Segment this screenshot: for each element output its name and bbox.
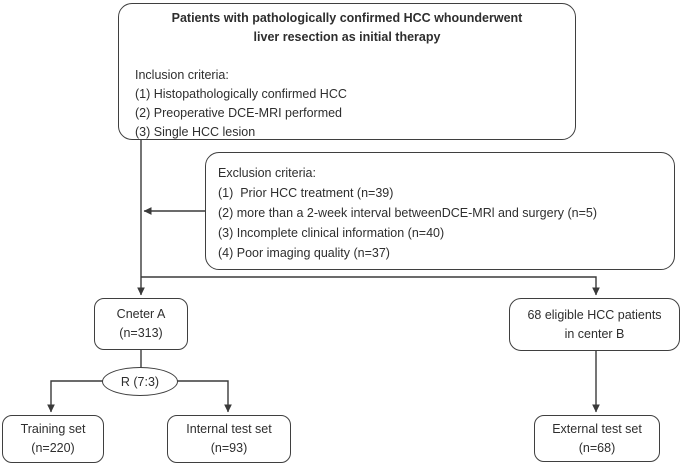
arrow-main-line-to-eligible	[141, 276, 600, 296]
top-box-title-line2: liver resection as initial therapy	[253, 30, 441, 44]
center-a-label: Cneter A	[116, 307, 166, 321]
center-a-box: Cneter A (n=313)	[94, 298, 188, 350]
eligible-patients-center: in center B	[564, 326, 625, 341]
external-test-set-box: External test set (n=68)	[534, 415, 660, 462]
center-a-count: (n=313)	[119, 326, 163, 340]
external-test-set-count: (n=68)	[578, 440, 616, 455]
exclusion-item: (1) Prior HCC treatment (n=39)	[218, 186, 394, 200]
training-set-box: Training set (n=220)	[2, 415, 104, 463]
arrow-ratio-to-training	[47, 380, 103, 413]
eligible-patients-label: 68 eligible HCC patients	[527, 307, 662, 322]
internal-test-set-box: Internal test set (n=93)	[167, 415, 291, 463]
inclusion-criteria-box: Patients with pathologically confirmed H…	[118, 3, 576, 140]
eligible-patients-box: 68 eligible HCC patients in center B	[509, 298, 680, 351]
inclusion-item: (1) Histopathologically confirmed HCC	[135, 87, 347, 101]
top-box-title-line1: Patients with pathologically confirmed H…	[171, 11, 523, 25]
exclusion-item: (3) Incomplete clinical information (n=4…	[218, 226, 445, 240]
inclusion-item: (3) Single HCC lesion	[135, 125, 256, 139]
inclusion-header: Inclusion criteria:	[135, 68, 229, 82]
external-test-set-label: External test set	[552, 421, 642, 436]
inclusion-item: (2) Preoperative DCE-MRI performed	[135, 106, 343, 120]
top-box-title: Patients with pathologically confirmed H…	[135, 9, 565, 47]
inclusion-criteria-list: Inclusion criteria: (1) Histopathologica…	[135, 66, 565, 142]
randomization-ratio-label: R (7:3)	[120, 374, 160, 389]
randomization-ratio-ellipse: R (7:3)	[102, 367, 178, 396]
training-set-count: (n=220)	[31, 441, 75, 455]
exclusion-criteria-box: Exclusion criteria: (1) Prior HCC treatm…	[205, 152, 675, 270]
exclusion-item: (4) Poor imaging quality (n=37)	[218, 246, 390, 260]
exclusion-item: (2) more than a 2-week interval betweenD…	[218, 206, 597, 220]
training-set-label: Training set	[20, 422, 86, 436]
internal-test-set-count: (n=93)	[210, 441, 248, 455]
arrow-ratio-to-internal-test	[177, 380, 232, 413]
exclusion-header: Exclusion criteria:	[218, 166, 316, 180]
internal-test-set-label: Internal test set	[186, 422, 272, 436]
